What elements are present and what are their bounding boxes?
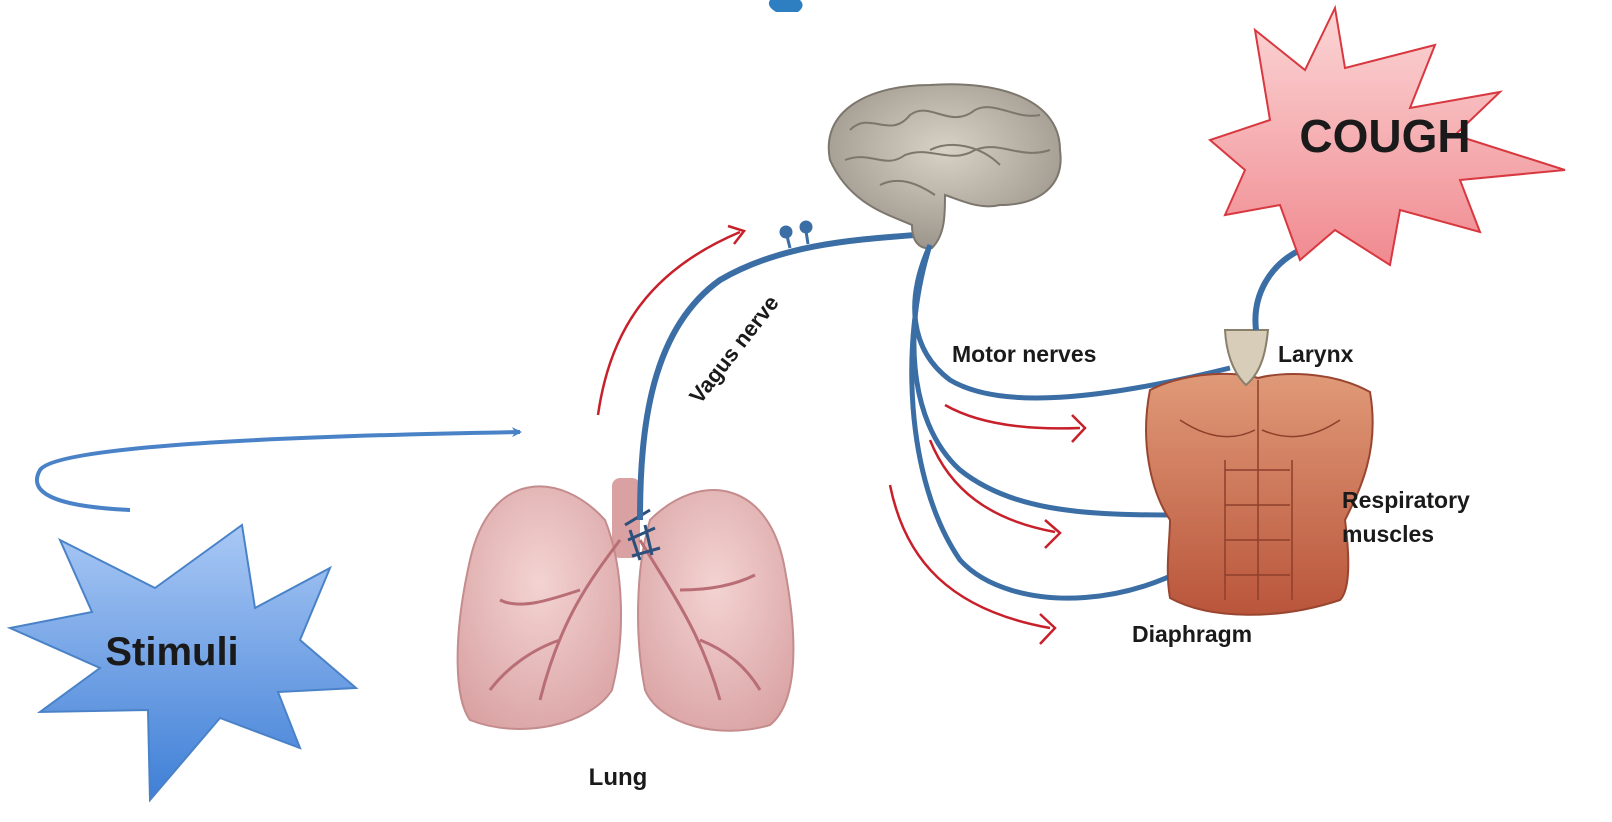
lungs-icon (458, 478, 794, 731)
brain-icon (829, 84, 1061, 248)
motor-nerves-label: Motor nerves (952, 341, 1096, 367)
ganglion-icon (781, 222, 811, 248)
vagus-nerve-path (640, 235, 915, 520)
stimuli-starburst: Stimuli (10, 525, 356, 800)
cough-label: COUGH (1299, 110, 1470, 162)
lung-label: Lung (589, 764, 648, 791)
respiratory-muscles-label-2: muscles (1342, 521, 1434, 547)
vagus-nerve-label: Vagus nerve (684, 291, 784, 409)
torso-muscles-icon (1146, 374, 1373, 615)
diaphragm-label: Diaphragm (1132, 621, 1252, 647)
larynx-label: Larynx (1278, 341, 1354, 367)
cough-starburst: COUGH (1210, 8, 1565, 265)
stimuli-arrow (37, 432, 520, 510)
stimuli-label: Stimuli (105, 630, 238, 674)
respiratory-muscles-label-1: Respiratory (1342, 487, 1470, 513)
title-fragment-icon (769, 0, 803, 12)
